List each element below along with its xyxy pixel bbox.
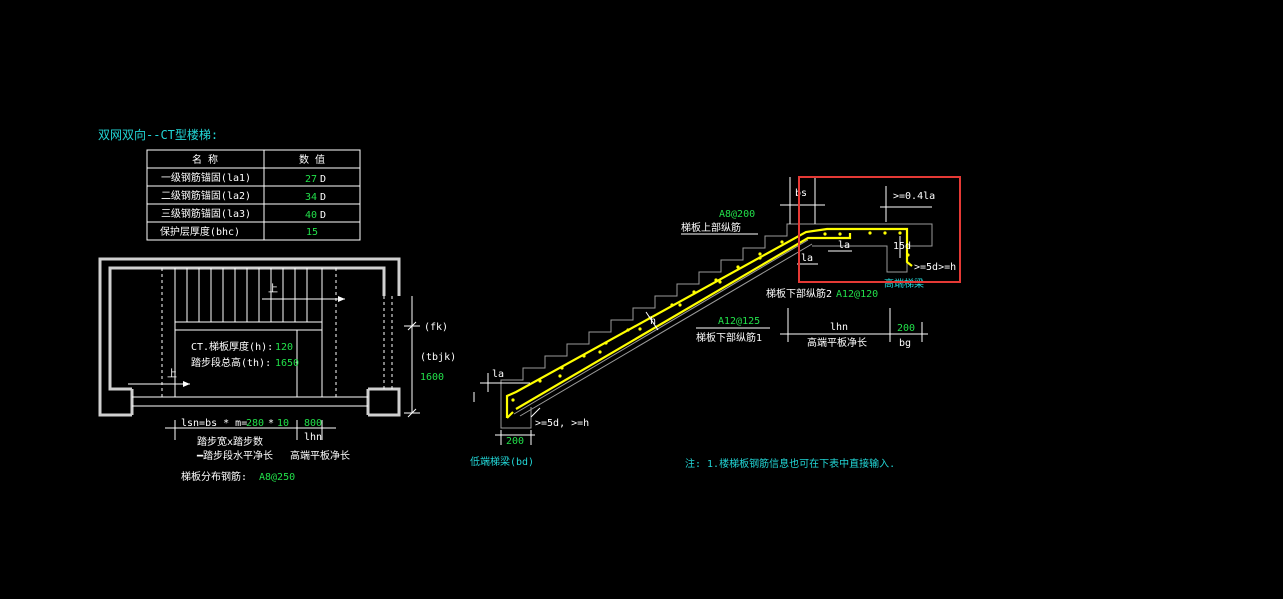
table-header-value: 数 值 bbox=[299, 153, 325, 166]
beam-width-label: bg bbox=[899, 338, 911, 349]
beam-width-value[interactable]: 200 bbox=[897, 323, 915, 334]
15d-label: 15d bbox=[893, 241, 911, 252]
table-row-name: 一级钢筋锚固(la1) bbox=[161, 171, 251, 184]
bs-label: bs bbox=[795, 188, 807, 199]
high-end-beam-label: 高端梯梁 bbox=[884, 277, 924, 290]
ge-5d-h-label: >=5d>=h bbox=[914, 262, 956, 273]
table-row-value[interactable]: 40 bbox=[305, 210, 317, 221]
plan-step-lines bbox=[174, 268, 323, 322]
high-platform-length-label: 高端平板净长 bbox=[807, 336, 867, 349]
up-label: 上 bbox=[268, 283, 278, 295]
step-width-count-label: 踏步宽x踏步数 bbox=[197, 435, 263, 448]
step-separator: * bbox=[268, 418, 274, 429]
total-height-value[interactable]: 1650 bbox=[275, 358, 299, 369]
highlight-box bbox=[798, 176, 961, 283]
distribution-bar-label: 梯板分布钢筋: bbox=[181, 470, 247, 483]
table-row-name: 三级钢筋锚固(la3) bbox=[161, 207, 251, 220]
note-text: 注: 1.楼梯板钢筋信息也可在下表中直接输入. bbox=[685, 457, 895, 470]
la-label: la bbox=[801, 253, 813, 264]
la-label: la bbox=[838, 240, 850, 251]
up-label: 上 bbox=[167, 368, 177, 380]
table-row-name: 保护层厚度(bhc) bbox=[160, 225, 240, 238]
table-row-unit: D bbox=[320, 210, 326, 221]
bottom-bar-2-spec[interactable]: A12@120 bbox=[836, 289, 878, 300]
horizontal-length-label: ━踏步段水平净长 bbox=[196, 449, 273, 462]
table-row-name: 二级钢筋锚固(la2) bbox=[161, 189, 251, 202]
parameter-table: 名 称 数 值 一级钢筋锚固(la1) 27 D 二级钢筋锚固(la2) 34 … bbox=[146, 149, 361, 241]
low-beam-width-value[interactable]: 200 bbox=[506, 436, 524, 447]
slab-thickness-value[interactable]: 120 bbox=[275, 342, 293, 353]
stair-plan-view: 上 上 CT.梯板厚度(h): 120 踏步段总高(th): 1650 (fk)… bbox=[98, 257, 456, 483]
table-header-name: 名 称 bbox=[192, 153, 218, 166]
table-row-value[interactable]: 15 bbox=[306, 227, 318, 238]
table-row-unit: D bbox=[320, 192, 326, 203]
diagram-title: 双网双向--CT型楼梯: bbox=[98, 127, 218, 142]
slab-h-label: h bbox=[650, 316, 656, 327]
la-label: la bbox=[492, 369, 504, 380]
total-height-label: 踏步段总高(th): bbox=[191, 356, 271, 369]
bottom-bar-1-label: 梯板下部纵筋1 bbox=[696, 331, 762, 344]
distribution-bar-value[interactable]: A8@250 bbox=[259, 472, 295, 483]
low-end-beam-label: 低端梯梁(bd) bbox=[470, 455, 534, 468]
lhn-label: lhn bbox=[830, 322, 848, 333]
top-bar-spec[interactable]: A8@200 bbox=[719, 209, 755, 220]
bottom-bar-2-label: 梯板下部纵筋2 bbox=[766, 287, 832, 300]
tbjk-value[interactable]: 1600 bbox=[420, 372, 444, 383]
fk-label: (fk) bbox=[424, 322, 448, 333]
table-row-value[interactable]: 34 bbox=[305, 192, 317, 203]
platform-width-value[interactable]: 800 bbox=[304, 418, 322, 429]
table-row-value[interactable]: 27 bbox=[305, 174, 317, 185]
high-platform-length-label: 高端平板净长 bbox=[290, 449, 350, 462]
slab-thickness-label: CT.梯板厚度(h): bbox=[191, 340, 273, 353]
ge-5d-label: >=5d, >=h bbox=[535, 418, 589, 429]
bs-value[interactable]: 280 bbox=[246, 418, 264, 429]
top-bar-label: 梯板上部纵筋 bbox=[681, 221, 741, 234]
lsn-formula: lsn=bs * m= bbox=[181, 418, 247, 429]
tbjk-label: (tbjk) bbox=[420, 352, 456, 363]
lhn-label: lhn bbox=[304, 432, 322, 443]
bottom-bar-1-spec[interactable]: A12@125 bbox=[718, 316, 760, 327]
ge-0-4la-label: >=0.4la bbox=[893, 191, 935, 202]
stair-section-view: bs >=0.4la la la 15d >=5d>=h 高端梯梁 A8@200… bbox=[470, 176, 961, 468]
step-count-value[interactable]: 10 bbox=[277, 418, 289, 429]
table-row-unit: D bbox=[320, 174, 326, 185]
